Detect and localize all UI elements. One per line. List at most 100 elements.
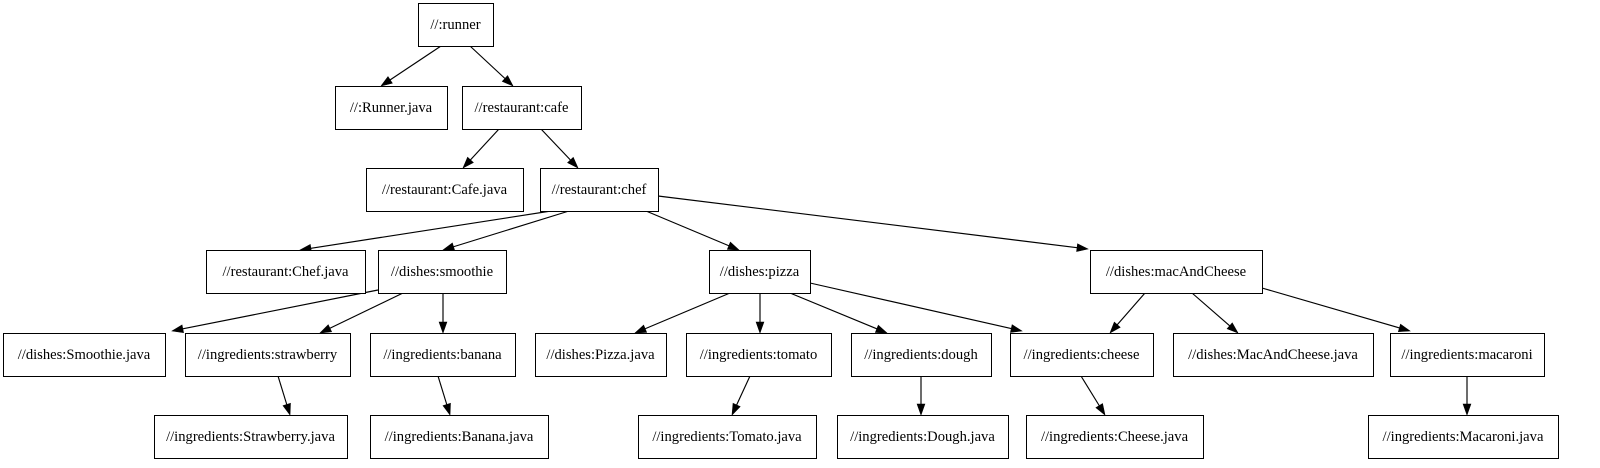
graph-edge <box>731 375 751 416</box>
graph-node-ing_macaroni[interactable]: //ingredients:macaroni <box>1390 333 1545 377</box>
node-label: //ingredients:cheese <box>1024 347 1140 363</box>
graph-node-runner_java[interactable]: //:Runner.java <box>335 86 448 130</box>
graph-node-mac_java[interactable]: //dishes:MacAndCheese.java <box>1173 333 1374 377</box>
graph-node-tomato_java[interactable]: //ingredients:Tomato.java <box>638 415 817 459</box>
node-label: //dishes:smoothie <box>391 264 493 280</box>
arrowhead-icon <box>1109 321 1121 334</box>
node-box[interactable] <box>462 86 582 130</box>
graph-edge <box>442 210 570 251</box>
node-label: //:runner <box>430 17 480 33</box>
graph-edge <box>634 292 731 334</box>
node-label: //restaurant:Chef.java <box>222 264 349 280</box>
graph-edge <box>1080 375 1106 416</box>
edge-line <box>1191 292 1231 327</box>
graph-node-ing_strawberry[interactable]: //ingredients:strawberry <box>185 333 351 377</box>
graph-edge <box>462 128 500 169</box>
node-label: //ingredients:dough <box>864 347 978 363</box>
node-box[interactable] <box>335 86 448 130</box>
graph-node-restaurant_chef[interactable]: //restaurant:chef <box>540 168 659 212</box>
graph-node-smoothie_java[interactable]: //dishes:Smoothie.java <box>3 333 166 377</box>
node-label: //:Runner.java <box>350 100 433 116</box>
node-label: //ingredients:Tomato.java <box>652 429 802 445</box>
graph-node-ing_banana[interactable]: //ingredients:banana <box>370 333 516 377</box>
node-box[interactable] <box>3 333 166 377</box>
node-box[interactable] <box>1010 333 1154 377</box>
node-box[interactable] <box>370 415 549 459</box>
edge-line <box>736 375 751 406</box>
graph-edge <box>469 45 514 87</box>
edge-line <box>1261 287 1400 329</box>
graph-node-ing_dough[interactable]: //ingredients:dough <box>851 333 992 377</box>
graph-edge <box>809 282 1023 333</box>
edge-line <box>453 210 570 248</box>
node-box[interactable] <box>370 333 516 377</box>
graph-node-ing_tomato[interactable]: //ingredients:tomato <box>686 333 832 377</box>
graph-node-runner[interactable]: //:runner <box>418 3 494 47</box>
node-box[interactable] <box>1368 415 1559 459</box>
graph-edge <box>438 293 448 334</box>
node-box[interactable] <box>378 250 507 294</box>
node-label: //dishes:Smoothie.java <box>18 347 151 363</box>
node-box[interactable] <box>638 415 817 459</box>
graph-edge <box>755 293 765 334</box>
graph-edge <box>319 292 404 334</box>
graph-node-dishes_smoothie[interactable]: //dishes:smoothie <box>378 250 507 294</box>
graph-node-cheese_java[interactable]: //ingredients:Cheese.java <box>1026 415 1204 459</box>
node-box[interactable] <box>206 250 366 294</box>
node-box[interactable] <box>1173 333 1374 377</box>
node-box[interactable] <box>1390 333 1545 377</box>
graph-node-pizza_java[interactable]: //dishes:Pizza.java <box>535 333 667 377</box>
node-box[interactable] <box>154 415 348 459</box>
node-box[interactable] <box>418 3 494 47</box>
graph-edge <box>380 45 442 87</box>
arrowhead-icon <box>442 242 456 251</box>
edge-line <box>657 195 1078 249</box>
arrowhead-icon <box>731 402 741 416</box>
graph-node-restaurant_cafe[interactable]: //restaurant:cafe <box>462 86 582 130</box>
node-box[interactable] <box>540 168 659 212</box>
arrowhead-icon <box>874 324 888 334</box>
edge-line <box>182 289 379 330</box>
graph-node-macaroni_java[interactable]: //ingredients:Macaroni.java <box>1368 415 1559 459</box>
node-label: //restaurant:Cafe.java <box>382 182 508 198</box>
arrowhead-icon <box>567 156 579 169</box>
nodes-layer: //:runner //:Runner.java //restaurant:cafe… <box>3 3 1559 459</box>
graph-node-dishes_pizza[interactable]: //dishes:pizza <box>709 250 811 294</box>
graph-edge <box>657 195 1089 252</box>
arrowhead-icon <box>1462 403 1472 416</box>
arrowhead-icon <box>438 321 448 334</box>
arrowhead-icon <box>501 75 514 87</box>
node-box[interactable] <box>1090 250 1263 294</box>
node-box[interactable] <box>851 333 992 377</box>
node-box[interactable] <box>709 250 811 294</box>
graph-node-cafe_java[interactable]: //restaurant:Cafe.java <box>366 168 524 212</box>
node-label: //ingredients:macaroni <box>1401 347 1532 363</box>
arrowhead-icon <box>1076 243 1089 252</box>
node-label: //ingredients:banana <box>383 347 502 363</box>
edge-line <box>277 375 288 405</box>
graph-node-banana_java[interactable]: //ingredients:Banana.java <box>370 415 549 459</box>
edge-line <box>310 210 552 249</box>
node-box[interactable] <box>837 415 1009 459</box>
node-box[interactable] <box>686 333 832 377</box>
graph-node-strawberry_java[interactable]: //ingredients:Strawberry.java <box>154 415 348 459</box>
graph-edge <box>789 292 888 334</box>
graph-edge <box>540 128 579 169</box>
node-box[interactable] <box>1026 415 1204 459</box>
graph-node-ing_cheese[interactable]: //ingredients:cheese <box>1010 333 1154 377</box>
node-box[interactable] <box>366 168 524 212</box>
node-label: //dishes:macAndCheese <box>1106 264 1246 280</box>
graph-edge <box>916 376 926 416</box>
edge-line <box>645 210 730 247</box>
node-label: //ingredients:Cheese.java <box>1041 429 1189 445</box>
arrowhead-icon <box>442 402 451 416</box>
graph-node-dishes_mac[interactable]: //dishes:macAndCheese <box>1090 250 1263 294</box>
graph-node-dough_java[interactable]: //ingredients:Dough.java <box>837 415 1009 459</box>
arrowhead-icon <box>319 324 333 334</box>
node-box[interactable] <box>535 333 667 377</box>
node-box[interactable] <box>185 333 351 377</box>
graph-node-chef_java[interactable]: //restaurant:Chef.java <box>206 250 366 294</box>
graph-edge <box>277 375 291 416</box>
edge-line <box>644 292 731 330</box>
